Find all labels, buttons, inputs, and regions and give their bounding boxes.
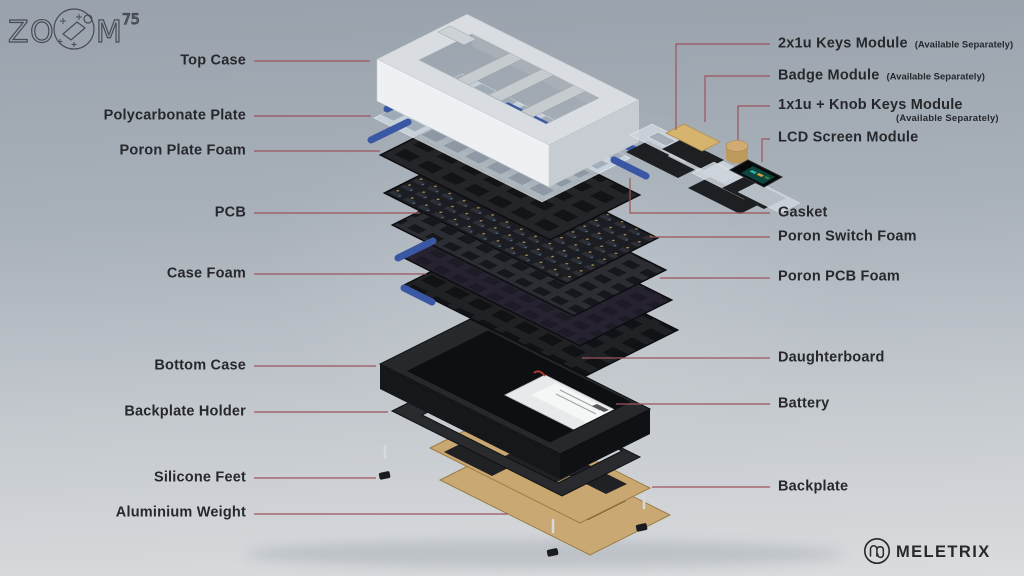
module-lcd-screen (722, 159, 801, 214)
label-pcb: PCB (214, 204, 246, 221)
label-text: Backplate (778, 478, 849, 495)
svg-text:M: M (96, 15, 122, 50)
label-poron-plate-foam: Poron Plate Foam (119, 142, 246, 159)
label-poron-pcb-foam: Poron PCB Foam (778, 269, 900, 286)
leader-badge-module (704, 75, 770, 122)
floor-shadow (245, 540, 845, 568)
label-backplate-holder: Backplate Holder (124, 403, 246, 420)
label-gasket: Gasket (778, 205, 828, 222)
leader-gasket (629, 178, 770, 214)
silicone-feet (378, 471, 648, 557)
screws (383, 444, 646, 534)
label-text: Daughterboard (778, 349, 885, 366)
label-text: Poron Switch Foam (778, 228, 917, 245)
label-badge-module: Badge Module (Available Separately) (778, 68, 985, 85)
brand-logo-text: MELETRIX (896, 543, 991, 561)
layer-top-case (376, 13, 640, 188)
label-1x1u-knob-keys-module: 1x1u + Knob Keys Module(Available Separa… (778, 97, 999, 125)
logo-circle-icon (53, 8, 95, 50)
brand-monogram-icon (869, 545, 885, 559)
gasket-strips-lower-left (394, 237, 437, 306)
leader-lcd-screen-module (761, 138, 770, 162)
label-bottom-case: Bottom Case (154, 357, 246, 374)
label-2x1u-keys-module: 2x1u Keys Module (Available Separately) (778, 36, 1013, 53)
leader-lines-left (254, 60, 508, 515)
label-text: LCD Screen Module (778, 129, 919, 146)
brand-logo-circle-icon (864, 538, 890, 564)
logo-keycap-icon (62, 21, 86, 41)
label-text: 2x1u Keys Module (778, 35, 908, 52)
label-text: 1x1u + Knob Keys Module (778, 97, 963, 114)
logo-stars-icon (57, 14, 82, 47)
label-case-foam: Case Foam (166, 265, 246, 282)
label-poron-switch-foam: Poron Switch Foam (778, 229, 917, 246)
label-text: Battery (778, 395, 830, 412)
leader-knob-keys-module (737, 105, 770, 140)
label-note: (Available Separately) (896, 112, 999, 124)
label-silicone-feet: Silicone Feet (153, 469, 246, 486)
leader-2x1u-keys-module (675, 43, 770, 130)
svg-text:Z: Z (8, 15, 29, 50)
label-top-case: Top Case (180, 52, 246, 69)
product-logo: Z O M 75 (7, 8, 140, 51)
knob-icon (725, 140, 749, 152)
svg-text:O: O (30, 15, 54, 50)
label-polycarbonate-plate: Polycarbonate Plate (103, 107, 246, 124)
label-text: Poron PCB Foam (778, 268, 901, 285)
label-backplate: Backplate (778, 479, 848, 496)
label-aluminium-weight: Aluminium Weight (115, 504, 246, 521)
svg-text:75: 75 (122, 12, 140, 28)
layer-bottom-case (378, 318, 652, 479)
label-note: (Available Separately) (886, 71, 985, 83)
label-text: Badge Module (778, 67, 880, 84)
label-text: Gasket (778, 204, 828, 221)
label-note: (Available Separately) (914, 39, 1014, 51)
label-lcd-screen-module: LCD Screen Module (778, 130, 918, 147)
brand-logo: MELETRIX (864, 538, 991, 564)
leader-lines-right (582, 43, 770, 488)
label-battery: Battery (778, 396, 829, 413)
label-daughterboard: Daughterboard (778, 350, 885, 367)
